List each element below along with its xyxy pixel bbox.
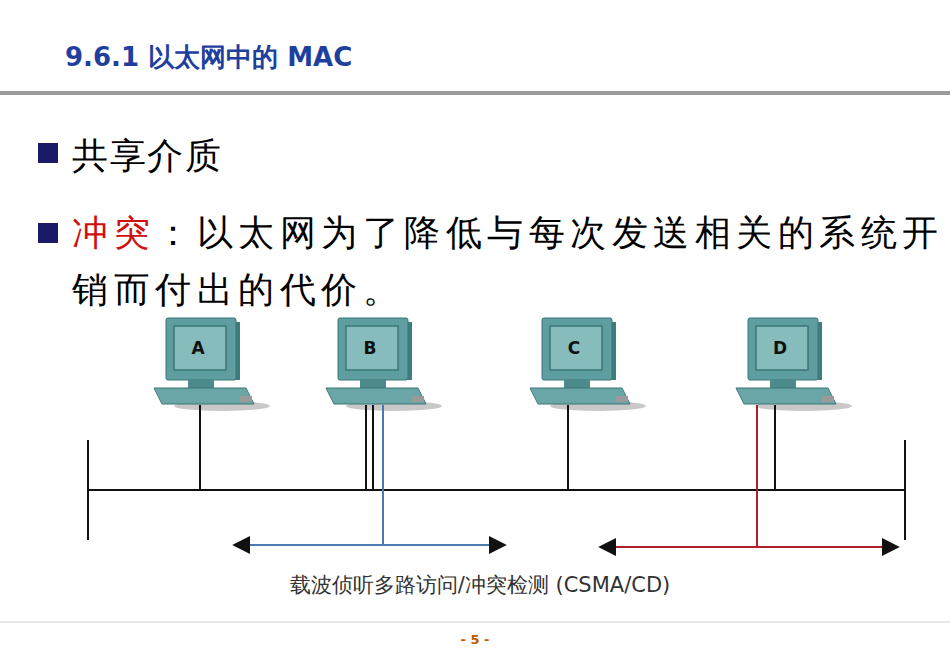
drop-wire	[567, 405, 569, 490]
signal-wire	[756, 405, 758, 547]
drop-wire	[199, 405, 201, 490]
computer-icon	[326, 318, 442, 411]
text-block: - 5 -	[375, 631, 575, 649]
bullet-square	[38, 143, 58, 163]
text-block: 冲突：以太网为了降低与每次发送相关的系统开销而付出的代价。	[72, 204, 950, 318]
computer-icon	[736, 318, 852, 411]
signal-arrow	[234, 544, 505, 546]
node-label: A	[191, 338, 204, 358]
computer-screen: A	[172, 326, 224, 370]
bus-terminator	[904, 440, 906, 540]
node-label: C	[568, 338, 580, 358]
computer-icon	[154, 318, 270, 411]
slide-title: 9.6.1 以太网中的 MAC	[65, 40, 352, 74]
text-block: 共享介质	[72, 127, 932, 184]
signal-arrow	[600, 546, 898, 548]
bus-terminator	[87, 440, 89, 540]
bullet-square	[38, 223, 58, 243]
computer-screen: C	[548, 326, 600, 370]
drop-wire	[372, 405, 374, 490]
computer-screen: B	[344, 326, 396, 370]
drop-wire	[365, 405, 367, 490]
bullet-text: ：以太网为了降低与每次发送相关的系统开销而付出的代价。	[72, 212, 944, 310]
bus-line	[88, 489, 905, 491]
computer-screen: D	[754, 326, 806, 370]
highlight-term: 冲突	[72, 212, 155, 253]
computer-icon	[530, 318, 646, 411]
diagram-caption: 载波侦听多路访问/冲突检测 (CSMA/CD)	[180, 570, 780, 600]
page-number: - 5 -	[461, 632, 490, 647]
node-label: D	[773, 338, 787, 358]
footer-rule	[0, 622, 950, 623]
signal-wire	[382, 405, 384, 545]
bullet-text: 共享介质	[72, 135, 222, 176]
drop-wire	[774, 405, 776, 490]
node-label: B	[364, 338, 377, 358]
header-rule	[0, 91, 950, 95]
